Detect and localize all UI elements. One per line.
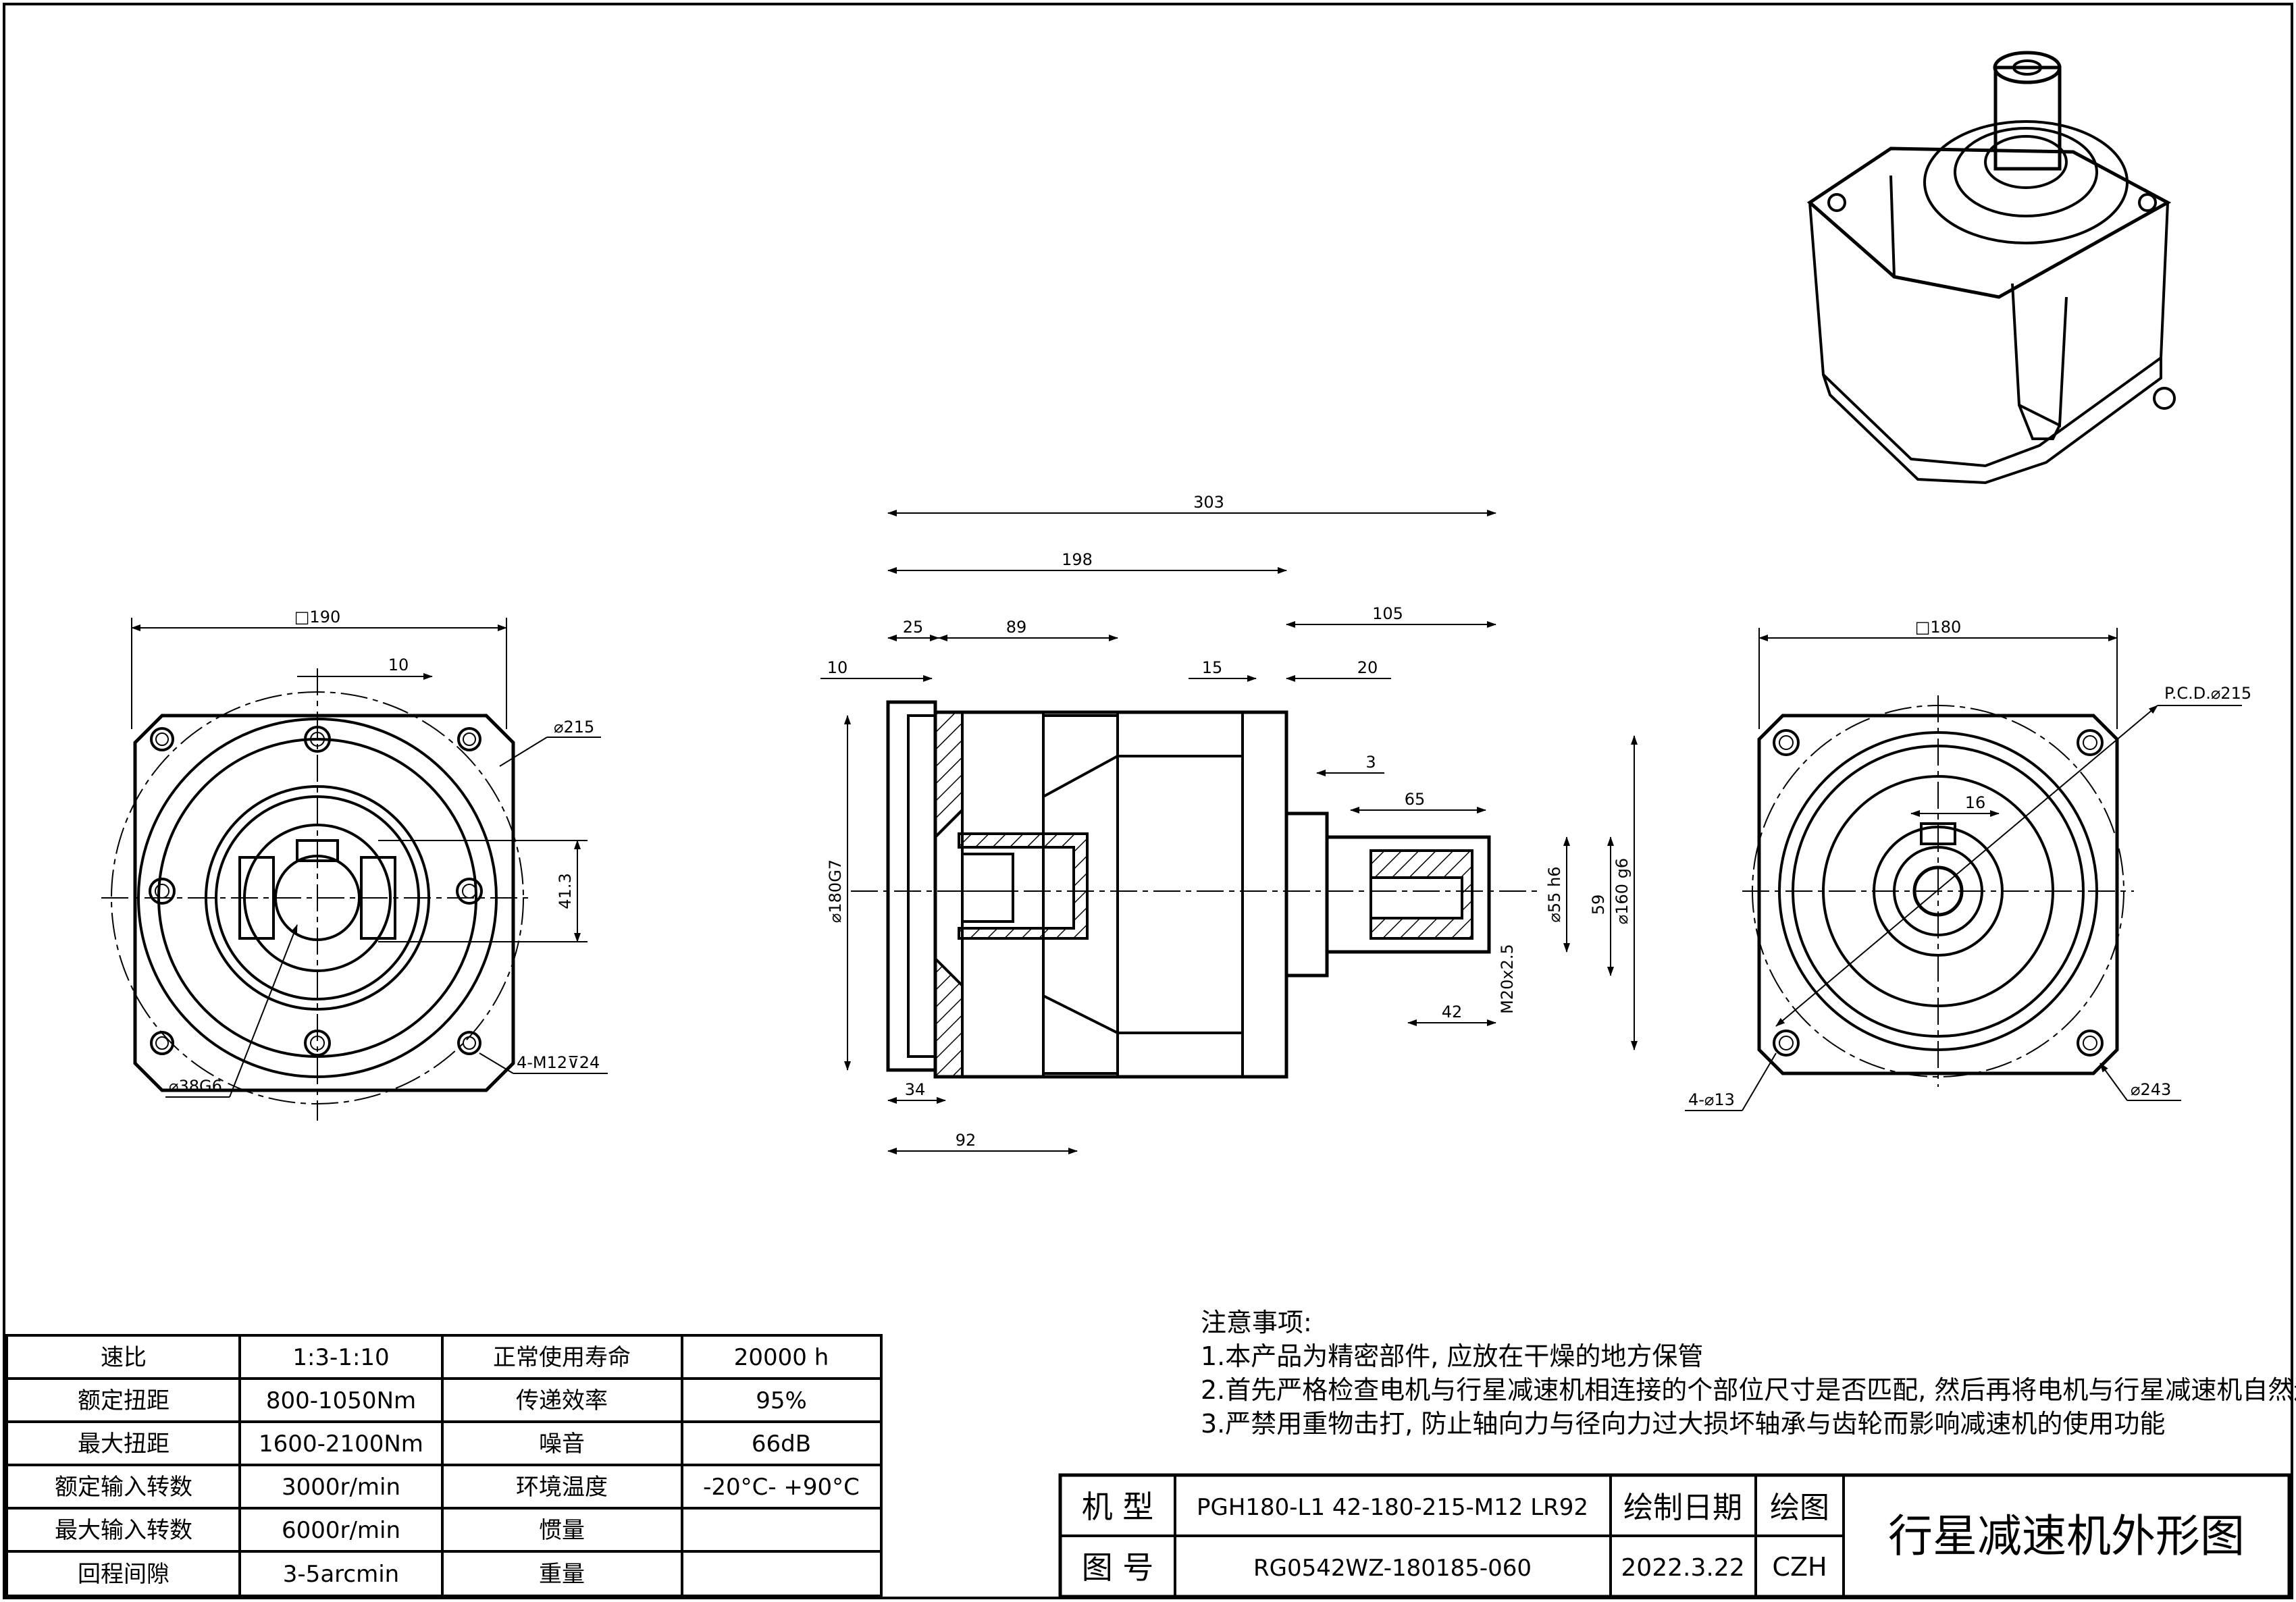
dim-92: 92 (956, 1131, 976, 1150)
dim-bore: ⌀38G6 (169, 1077, 222, 1096)
spec-label: 最大扭距 (78, 1431, 169, 1458)
dim-59: 59 (1589, 895, 1608, 915)
front-flange-outline (133, 714, 515, 1092)
spec-label: 噪音 (539, 1431, 585, 1458)
front-tapped-hole (456, 878, 483, 905)
dim-front-pcd: ⌀215 (554, 718, 594, 737)
spec-value: 1600-2100Nm (259, 1431, 423, 1458)
spec-row: 额定扭距 800-1050Nm 传递效率 95% (78, 1387, 807, 1414)
output-mount-hole (2077, 729, 2104, 756)
isometric-view (1806, 51, 2176, 485)
dim-spigot-dia: ⌀160 g6 (1613, 858, 1632, 924)
drawer-label: 绘图 (1770, 1491, 1829, 1525)
output-view: □180 P.C.D.⌀215 16 4-⌀13 ⌀243 (1685, 618, 2251, 1111)
front-tapped-hole (304, 726, 331, 753)
date-label: 绘制日期 (1623, 1491, 1742, 1525)
front-tapped-hole (304, 1030, 331, 1057)
spec-value: 6000r/min (282, 1517, 400, 1544)
dim-15: 15 (1202, 658, 1223, 677)
model-value: PGH180-L1 42-180-215-M12 LR92 (1197, 1494, 1588, 1521)
spec-label: 惯量 (539, 1517, 585, 1544)
notes-title: 注意事项: (1201, 1308, 1312, 1337)
dim-shaft-length: 105 (1372, 604, 1403, 623)
spec-label: 额定扭距 (78, 1387, 169, 1414)
spec-value: 95% (756, 1387, 807, 1414)
spec-value: 20000 h (734, 1344, 829, 1371)
spec-row: 额定输入转数 3000r/min 环境温度 -20°C- +90°C (55, 1474, 860, 1501)
dim-42: 42 (1442, 1003, 1463, 1021)
model-label: 机 型 (1082, 1489, 1154, 1525)
spec-label: 环境温度 (516, 1474, 608, 1501)
dim-overall-length: 303 (1193, 493, 1224, 512)
dim-20: 20 (1357, 658, 1378, 677)
dim-3: 3 (1365, 753, 1376, 772)
dim-output-pcd: P.C.D.⌀215 (2164, 684, 2251, 703)
drawing-title: 行星减速机外形图 (1888, 1510, 2245, 1562)
spec-label: 额定输入转数 (55, 1474, 192, 1501)
dim-output-outer: ⌀243 (2131, 1080, 2171, 1099)
drawing-no-value: RG0542WZ-180185-060 (1253, 1555, 1532, 1582)
dim-89: 89 (1006, 618, 1027, 637)
note-line: 3.严禁用重物击打, 防止轴向力与径向力过大损坏轴承与齿轮而影响减速机的使用功能 (1201, 1409, 2165, 1439)
dim-65: 65 (1405, 790, 1426, 809)
side-output-shaft (1325, 835, 1491, 954)
dim-output-square: □180 (1915, 618, 1961, 637)
output-mount-hole (2077, 1030, 2104, 1057)
dim-34: 34 (905, 1080, 926, 1099)
spec-label: 回程间隙 (78, 1561, 169, 1588)
spec-row: 最大输入转数 6000r/min 惯量 (55, 1517, 585, 1544)
dim-output-holes: 4-⌀13 (1688, 1090, 1735, 1109)
front-tapped-hole (149, 878, 176, 905)
dim-10: 10 (827, 658, 848, 677)
spec-value: 3000r/min (282, 1474, 400, 1501)
spec-value: 1:3-1:10 (292, 1344, 389, 1371)
spec-value: 66dB (752, 1431, 811, 1458)
spec-value: 3-5arcmin (283, 1561, 399, 1588)
note-line: 2.首先严格检查电机与行星减速机相连接的个部位尺寸是否匹配, 然后再将电机与行星… (1201, 1375, 2296, 1405)
dim-shaft-dia: ⌀55 h6 (1545, 866, 1564, 922)
spec-label: 最大输入转数 (55, 1517, 192, 1544)
output-mount-hole (1773, 729, 1800, 756)
spec-row: 速比 1:3-1:10 正常使用寿命 20000 h (101, 1344, 829, 1371)
dim-tapped-holes: 4-M12⊽24 (517, 1053, 600, 1072)
notes: 注意事项: 1.本产品为精密部件, 应放在干燥的地方保管 2.首先严格检查电机与… (1201, 1308, 2296, 1439)
spec-label: 正常使用寿命 (493, 1344, 631, 1371)
dim-thread: M20x2.5 (1498, 944, 1517, 1014)
date-value: 2022.3.22 (1621, 1554, 1744, 1582)
dim-pilot-dia: ⌀180G7 (826, 859, 845, 923)
spec-value: 800-1050Nm (266, 1387, 416, 1414)
spec-row: 回程间隙 3-5arcmin 重量 (78, 1561, 585, 1588)
title-block: 机 型 PGH180-L1 42-180-215-M12 LR92 图 号 RG… (1058, 1473, 2291, 1599)
drawing-no-label: 图 号 (1082, 1549, 1154, 1586)
front-view: □190 10 ⌀215 41.3 ⌀38G6 4-M12⊽24 (101, 608, 608, 1121)
note-line: 1.本产品为精密部件, 应放在干燥的地方保管 (1201, 1341, 1703, 1371)
dim-body-length: 198 (1062, 550, 1093, 569)
spec-table (5, 1334, 883, 1597)
spec-label: 传递效率 (516, 1387, 608, 1414)
spec-label: 重量 (539, 1561, 585, 1588)
dim-key-width: 10 (388, 656, 409, 674)
spec-row: 最大扭距 1600-2100Nm 噪音 66dB (78, 1431, 811, 1458)
dim-output-key: 16 (1965, 793, 1986, 812)
dim-square: □190 (294, 608, 340, 626)
drawer-value: CZH (1772, 1552, 1827, 1582)
dim-25: 25 (903, 618, 924, 637)
spec-value: -20°C- +90°C (703, 1474, 860, 1501)
side-gearbox-body (933, 710, 1288, 1079)
spec-label: 速比 (101, 1344, 147, 1371)
output-mount-hole (1773, 1030, 1800, 1057)
dim-key-height: 41.3 (556, 873, 575, 909)
side-view: 303 198 105 25 89 10 15 20 3 65 ⌀180G7 ⌀… (820, 493, 1638, 1154)
side-input-flange (886, 700, 937, 1072)
